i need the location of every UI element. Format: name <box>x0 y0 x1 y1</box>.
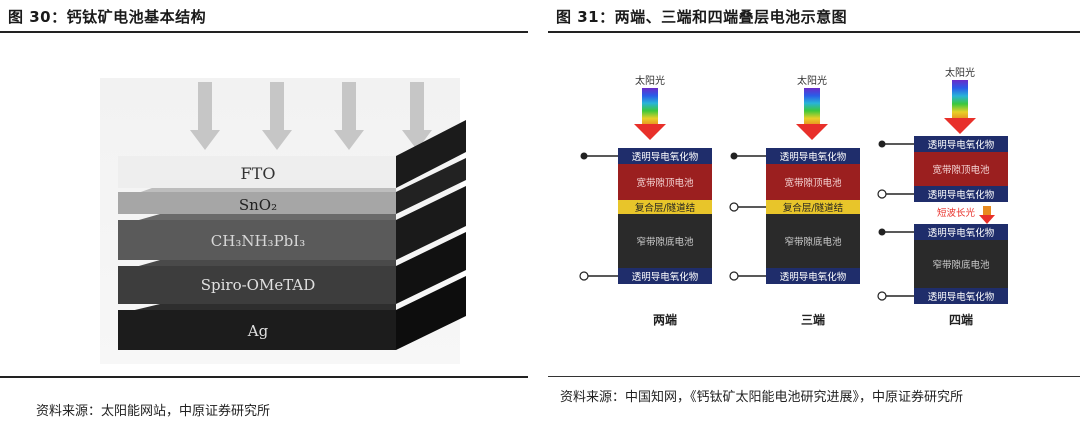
label-four-terminal: 四端 <box>949 312 973 327</box>
layer-label-sno2: SnO₂ <box>239 196 277 214</box>
layer-sno2: SnO₂ <box>118 158 466 214</box>
terminal-contact <box>878 140 886 148</box>
four-terminal-cell: 太阳光 透明导电氧化物 宽带隙顶电池 透明导电氧化物 短波长光 透明导电氧化物 … <box>877 66 1008 327</box>
svg-text:宽带隙顶电池: 宽带隙顶电池 <box>932 164 990 176</box>
layer-perovskite: CH₃NH₃PbI₃ <box>118 186 466 260</box>
sunlight-arrow-icon <box>804 88 820 126</box>
label-two-terminal: 两端 <box>653 312 677 327</box>
terminal-contact <box>730 152 738 160</box>
svg-text:宽带隙顶电池: 宽带隙顶电池 <box>784 177 842 189</box>
layer-label-ag: Ag <box>247 322 269 340</box>
svg-text:透明导电氧化物: 透明导电氧化物 <box>632 151 699 163</box>
svg-text:透明导电氧化物: 透明导电氧化物 <box>928 189 995 201</box>
svg-text:透明导电氧化物: 透明导电氧化物 <box>928 227 995 239</box>
sunlight-arrow-icon <box>952 80 968 120</box>
terminal-contact <box>579 271 589 281</box>
figure-30-title: 图 30：钙钛矿电池基本结构 <box>8 8 207 26</box>
figure-30-bottom-rule <box>0 376 528 378</box>
two-terminal-cell: 太阳光 透明导电氧化物 宽带隙顶电池 复合层/隧道结 窄带隙底电池 透明导电氧化… <box>579 74 712 327</box>
short-wave-label: 短波长光 <box>937 207 976 219</box>
svg-text:透明导电氧化物: 透明导电氧化物 <box>928 139 995 151</box>
layer-label-fto: FTO <box>241 164 276 183</box>
svg-text:透明导电氧化物: 透明导电氧化物 <box>780 271 847 283</box>
figure-30-top-rule <box>0 31 528 33</box>
layer-ag: Ag <box>118 276 466 350</box>
down-arrow-icon <box>334 82 364 150</box>
layer-spiro: Spiro-OMeTAD <box>118 232 466 304</box>
terminal-contact <box>877 189 887 199</box>
down-arrow-icon <box>979 215 995 224</box>
layer-fto: FTO <box>118 120 466 188</box>
svg-text:复合层/隧道结: 复合层/隧道结 <box>783 202 843 214</box>
down-arrow-icon <box>796 124 828 140</box>
layer-label-perovskite: CH₃NH₃PbI₃ <box>211 232 305 250</box>
svg-text:透明导电氧化物: 透明导电氧化物 <box>780 151 847 163</box>
figure-30-source: 资料来源：太阳能网站，中原证券研究所 <box>36 404 271 419</box>
terminal-contact <box>729 202 739 212</box>
svg-text:复合层/隧道结: 复合层/隧道结 <box>635 202 695 214</box>
sunlight-label: 太阳光 <box>635 74 665 87</box>
svg-text:窄带隙底电池: 窄带隙底电池 <box>932 259 990 271</box>
incident-light-arrows <box>190 82 432 150</box>
svg-text:窄带隙底电池: 窄带隙底电池 <box>784 236 842 248</box>
terminal-contact <box>878 228 886 236</box>
label-three-terminal: 三端 <box>801 312 825 327</box>
three-terminal-cell: 太阳光 透明导电氧化物 宽带隙顶电池 复合层/隧道结 窄带隙底电池 透明导电氧化… <box>729 74 860 327</box>
tandem-cell-diagram: 太阳光 透明导电氧化物 宽带隙顶电池 复合层/隧道结 窄带隙底电池 透明导电氧化… <box>579 66 1008 327</box>
svg-text:宽带隙顶电池: 宽带隙顶电池 <box>636 177 694 189</box>
sunlight-label: 太阳光 <box>945 66 975 79</box>
down-arrow-icon <box>634 124 666 140</box>
terminal-contact <box>729 271 739 281</box>
figure-31-panel: 图 31：两端、三端和四端叠层电池示意图 太阳光 透明导电氧化物 宽带隙顶电池 … <box>548 0 1080 444</box>
figure-30-panel: 图 30：钙钛矿电池基本结构 FTO SnO₂ <box>0 0 528 444</box>
down-arrow-icon <box>190 82 220 150</box>
figure-31-bottom-rule <box>548 376 1080 377</box>
figure-31-title: 图 31：两端、三端和四端叠层电池示意图 <box>556 8 848 26</box>
svg-text:透明导电氧化物: 透明导电氧化物 <box>632 271 699 283</box>
down-arrow-icon <box>402 82 432 150</box>
terminal-contact <box>877 291 887 301</box>
down-arrow-icon <box>262 82 292 150</box>
perovskite-structure-diagram: FTO SnO₂ CH₃NH₃PbI₃ Spiro-OMeTAD <box>100 78 466 364</box>
layer-label-spiro: Spiro-OMeTAD <box>201 276 316 294</box>
svg-text:窄带隙底电池: 窄带隙底电池 <box>636 236 694 248</box>
sunlight-label: 太阳光 <box>797 74 827 87</box>
terminal-contact <box>580 152 588 160</box>
figure-31-top-rule <box>548 31 1080 33</box>
figure-31-source: 资料来源：中国知网，《钙钛矿太阳能电池研究进展》，中原证券研究所 <box>560 390 964 405</box>
down-arrow-icon <box>944 118 976 134</box>
svg-text:透明导电氧化物: 透明导电氧化物 <box>928 291 995 303</box>
sunlight-arrow-icon <box>642 88 658 126</box>
